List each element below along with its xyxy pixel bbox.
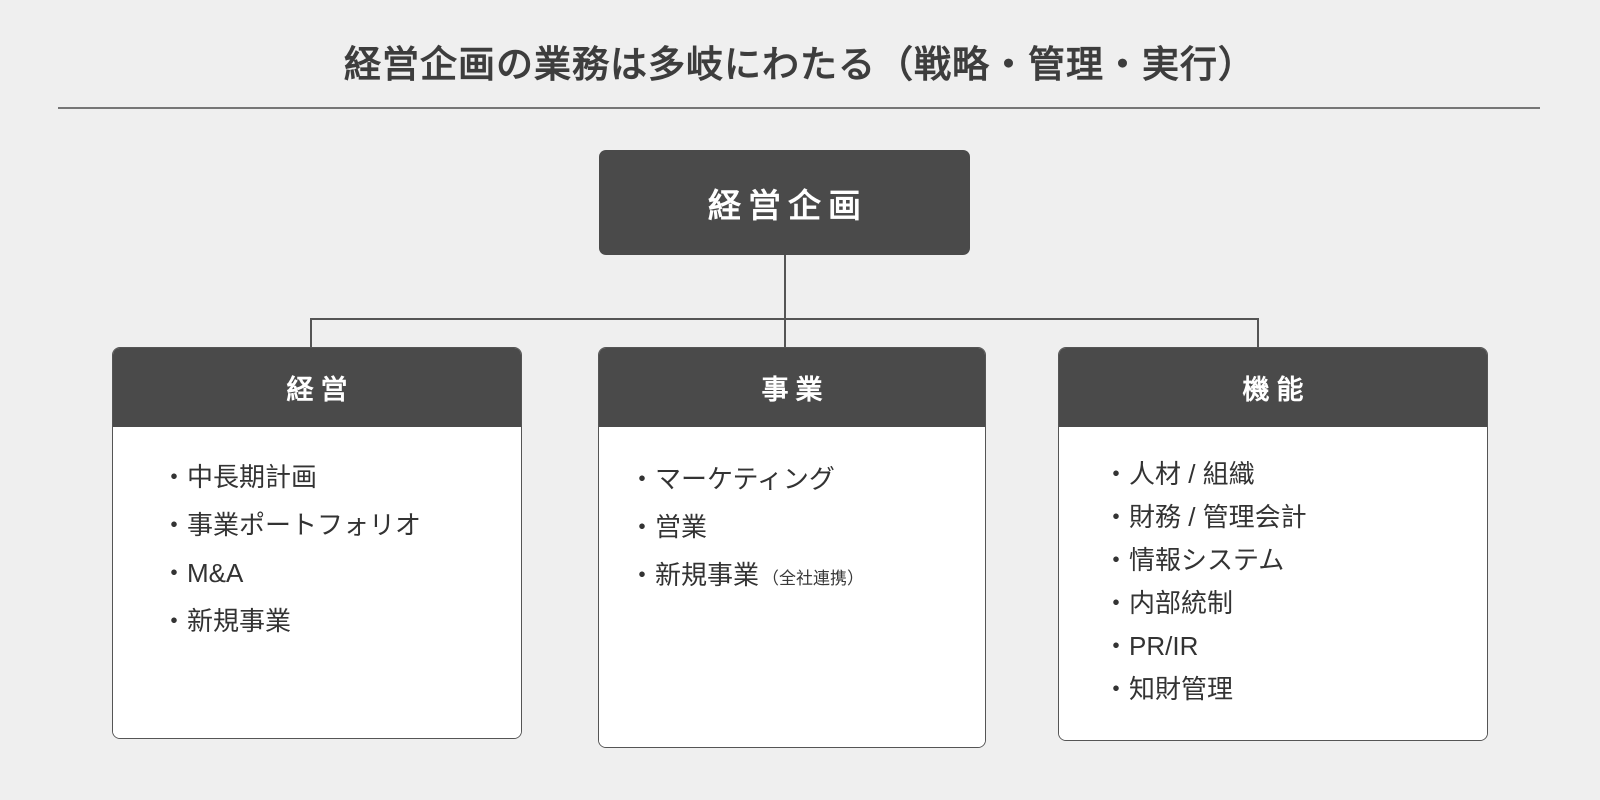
- list-item: ・ 財務 / 管理会計: [1103, 496, 1487, 539]
- connector-root-stem: [784, 255, 786, 319]
- list-item: ・ 新規事業 （全社連携）: [629, 551, 985, 603]
- bullet-dot-icon: ・: [629, 464, 656, 494]
- connector-drop-column-2: [784, 318, 786, 348]
- root-node-keiei-kikaku: 経営企画: [599, 150, 970, 255]
- connector-drop-column-1: [310, 318, 312, 348]
- bullet-dot-icon: ・: [1103, 545, 1130, 575]
- list-item: ・ 情報システム: [1103, 539, 1487, 582]
- card-header-jigyo: 事業: [599, 348, 985, 427]
- bullet-dot-icon: ・: [1103, 502, 1130, 532]
- list-item-label: 新規事業: [655, 560, 760, 590]
- bullet-dot-icon: ・: [161, 558, 188, 588]
- card-title-kinou: 機能: [1242, 375, 1311, 405]
- list-item-label: 中長期計画: [187, 462, 318, 492]
- card-column-keiei: 経営 ・ 中長期計画 ・ 事業ポートフォリオ ・ M&A ・ 新規事業: [112, 347, 522, 739]
- list-item-label: 事業ポートフォリオ: [187, 510, 422, 540]
- bullet-dot-icon: ・: [1103, 631, 1130, 661]
- bullet-list-kinou: ・ 人材 / 組織 ・ 財務 / 管理会計 ・ 情報システム ・ 内部統制 ・: [1103, 453, 1487, 711]
- bullet-dot-icon: ・: [1103, 459, 1130, 489]
- card-header-keiei: 経営: [113, 348, 521, 427]
- bullet-dot-icon: ・: [1103, 674, 1130, 704]
- bullet-dot-icon: ・: [629, 560, 656, 590]
- list-item-label: 営業: [655, 512, 708, 542]
- card-title-jigyo: 事業: [761, 375, 830, 405]
- list-item: ・ M&A: [161, 549, 521, 597]
- card-title-keiei: 経営: [286, 375, 355, 405]
- bullet-list-keiei: ・ 中長期計画 ・ 事業ポートフォリオ ・ M&A ・ 新規事業: [161, 453, 521, 645]
- bullet-list-jigyo: ・ マーケティング ・ 営業 ・ 新規事業 （全社連携）: [629, 455, 985, 603]
- list-item: ・ 中長期計画: [161, 453, 521, 501]
- list-item: ・ 事業ポートフォリオ: [161, 501, 521, 549]
- bullet-dot-icon: ・: [1103, 588, 1130, 618]
- card-body-jigyo: ・ マーケティング ・ 営業 ・ 新規事業 （全社連携）: [599, 427, 985, 747]
- list-item: ・ 営業: [629, 503, 985, 551]
- bullet-dot-icon: ・: [161, 606, 188, 636]
- list-item: ・ 知財管理: [1103, 668, 1487, 711]
- card-header-kinou: 機能: [1059, 348, 1487, 427]
- card-column-jigyo: 事業 ・ マーケティング ・ 営業 ・ 新規事業 （全社連携）: [598, 347, 986, 748]
- list-item-label: 新規事業: [187, 606, 292, 636]
- list-item: ・ 新規事業: [161, 597, 521, 645]
- list-item-label: 情報システム: [1129, 545, 1285, 575]
- list-item: ・ PR/IR: [1103, 625, 1487, 668]
- list-item-label: 財務 / 管理会計: [1129, 502, 1307, 532]
- bullet-dot-icon: ・: [629, 512, 656, 542]
- title-divider: [58, 107, 1540, 109]
- page-title: 経営企画の業務は多岐にわたる（戦略・管理・実行）: [344, 44, 1256, 85]
- root-node-label: 経営企画: [708, 186, 868, 224]
- list-item-note: （全社連携）: [762, 569, 865, 588]
- list-item-label: PR/IR: [1129, 631, 1199, 661]
- list-item-label: 人材 / 組織: [1129, 459, 1255, 489]
- bullet-dot-icon: ・: [161, 462, 188, 492]
- card-body-keiei: ・ 中長期計画 ・ 事業ポートフォリオ ・ M&A ・ 新規事業: [113, 427, 521, 738]
- list-item: ・ マーケティング: [629, 455, 985, 503]
- list-item-label: マーケティング: [655, 464, 835, 494]
- list-item-label: 内部統制: [1129, 588, 1234, 618]
- list-item-label: M&A: [187, 558, 244, 588]
- list-item: ・ 内部統制: [1103, 582, 1487, 625]
- bullet-dot-icon: ・: [161, 510, 188, 540]
- list-item: ・ 人材 / 組織: [1103, 453, 1487, 496]
- connector-drop-column-3: [1257, 318, 1259, 348]
- card-column-kinou: 機能 ・ 人材 / 組織 ・ 財務 / 管理会計 ・ 情報システム ・ 内部統制: [1058, 347, 1488, 741]
- card-body-kinou: ・ 人材 / 組織 ・ 財務 / 管理会計 ・ 情報システム ・ 内部統制 ・: [1059, 427, 1487, 740]
- list-item-label: 知財管理: [1129, 674, 1234, 704]
